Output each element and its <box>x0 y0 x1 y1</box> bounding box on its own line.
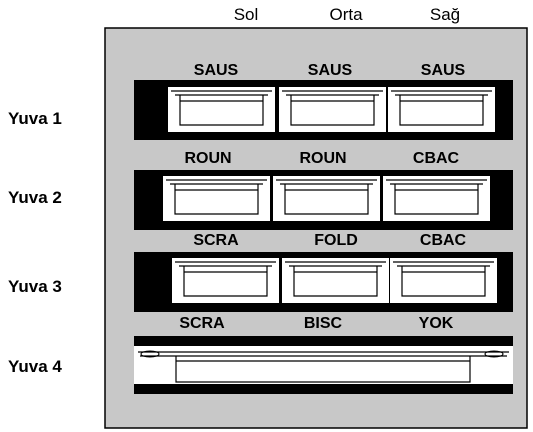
pan-tray-icon <box>175 261 276 297</box>
row-label-2: Yuva 2 <box>8 188 62 207</box>
pan-tray-icon <box>391 90 492 126</box>
pan-label-r4-left: SCRA <box>179 315 225 332</box>
pan-label-r4-right: YOK <box>419 315 454 332</box>
pan-tray-icon <box>171 90 272 126</box>
pan-label-r2-left: ROUN <box>184 150 231 167</box>
pan-label-r4-middle: BISC <box>304 315 343 332</box>
column-header-left: Sol <box>234 5 259 24</box>
pan-label-r2-middle: ROUN <box>299 150 346 167</box>
pan-label-r2-right: CBAC <box>413 150 460 167</box>
slot-3 <box>134 252 513 312</box>
pan-tray-icon <box>276 179 377 215</box>
pan-tray-icon <box>386 179 487 215</box>
pan-label-r3-right: CBAC <box>420 232 467 249</box>
pan-tray-icon <box>282 90 383 126</box>
pan-label-r3-left: SCRA <box>193 232 239 249</box>
slot-4 <box>134 336 513 394</box>
pan-tray-icon <box>393 261 494 297</box>
column-header-middle: Orta <box>329 5 363 24</box>
column-header-right: Sağ <box>430 5 460 24</box>
slot-2 <box>134 170 513 230</box>
pan-label-r1-middle: SAUS <box>308 62 353 79</box>
row-label-1: Yuva 1 <box>8 109 62 128</box>
long-pan-tray-icon <box>138 350 509 383</box>
pan-label-r1-left: SAUS <box>194 62 239 79</box>
pan-label-r3-middle: FOLD <box>314 232 358 249</box>
pan-tray-icon <box>285 261 386 297</box>
row-label-3: Yuva 3 <box>8 277 62 296</box>
pan-label-r1-right: SAUS <box>421 62 466 79</box>
slot-1 <box>134 80 513 140</box>
pan-tray-icon <box>166 179 267 215</box>
row-label-4: Yuva 4 <box>8 357 62 376</box>
